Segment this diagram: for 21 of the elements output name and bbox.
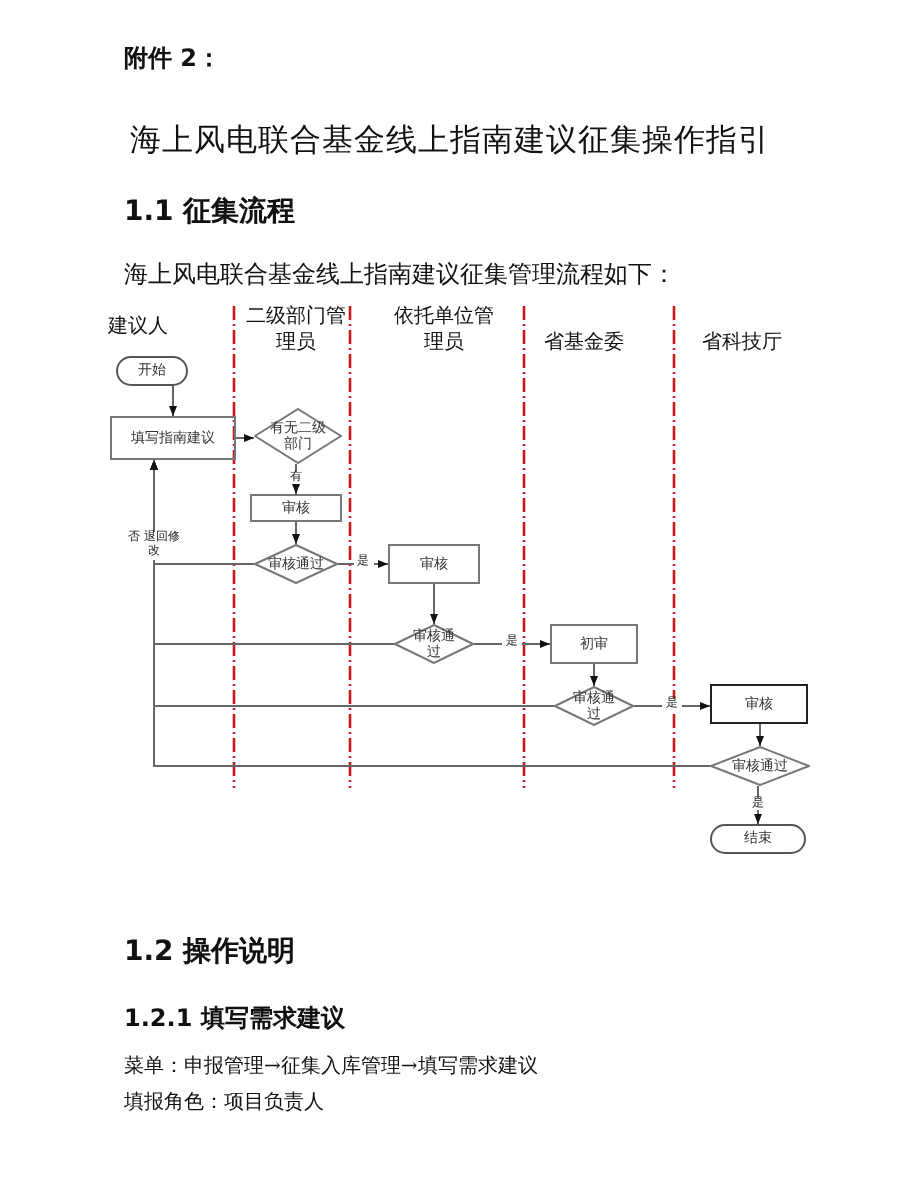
role-text: 填报角色：项目负责人 — [124, 1089, 324, 1116]
section-heading: 1.1 征集流程 — [124, 194, 296, 230]
attachment-label: 附件 2： — [124, 42, 222, 76]
section-heading: 1.2 操作说明 — [124, 934, 296, 970]
subsection-heading: 1.2.1 填写需求建议 — [124, 1002, 345, 1036]
arrow — [150, 459, 711, 767]
arrow — [756, 723, 764, 747]
lane-header: 建议人 — [106, 313, 170, 340]
document-title: 海上风电联合基金线上指南建议征集操作指引 — [128, 120, 772, 162]
arrow — [235, 434, 255, 442]
arrow — [292, 521, 300, 545]
lane-header: 省科技厅 — [700, 329, 784, 356]
arrow — [590, 663, 598, 687]
lane-header: 依托单位管理员 — [392, 306, 496, 356]
arrow — [292, 463, 300, 495]
arrow — [169, 385, 177, 417]
intro-text: 海上风电联合基金线上指南建议征集管理流程如下： — [124, 258, 676, 292]
arrow — [430, 583, 438, 625]
lane-header: 省基金委 — [542, 329, 626, 356]
menu-path-text: 菜单：申报管理→征集入库管理→填写需求建议 — [124, 1053, 538, 1080]
lane-header: 二级部门管理员 — [244, 306, 348, 356]
